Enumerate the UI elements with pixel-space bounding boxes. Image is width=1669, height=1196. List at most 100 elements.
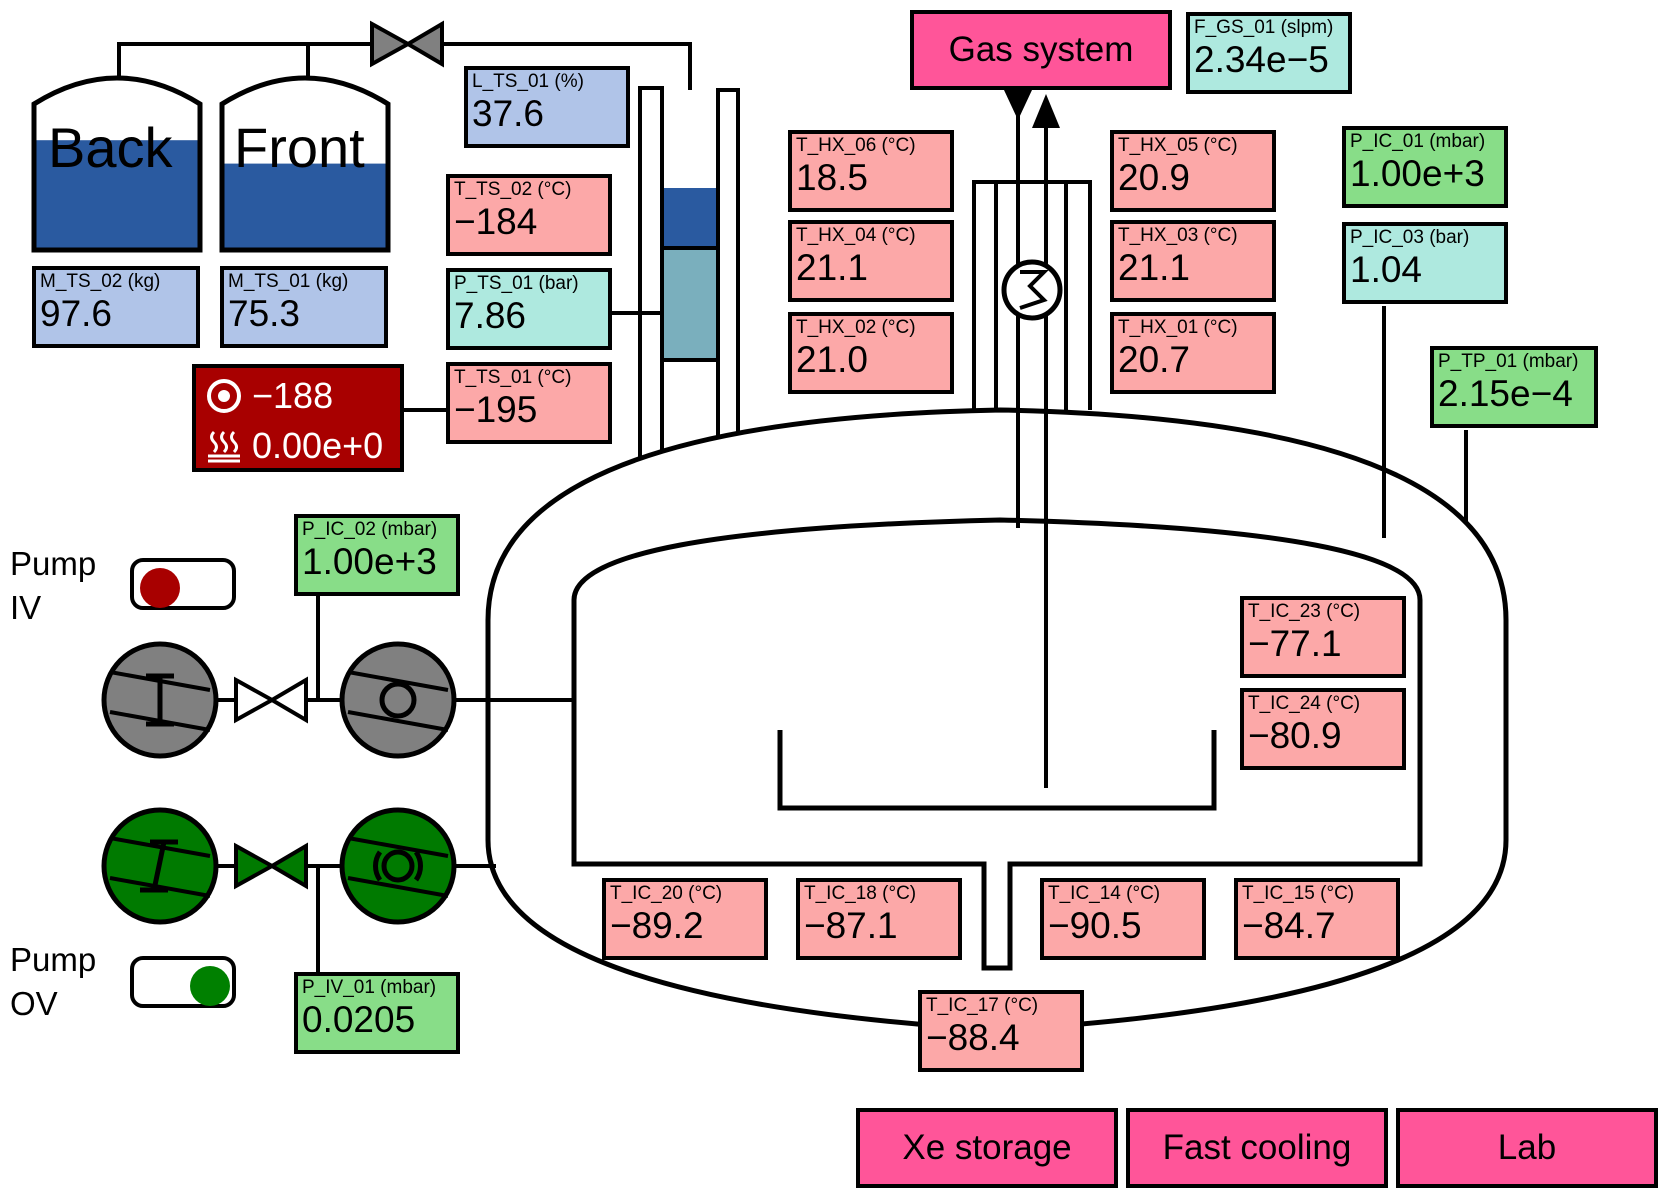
pump-iv-toggle[interactable] xyxy=(130,558,236,610)
sensor-label: T_IC_18 (°C) xyxy=(804,883,917,904)
sensor-f-gs-01[interactable]: F_GS_01 (slpm) 2.34e−5 xyxy=(1186,12,1352,94)
sensor-p-ic-02[interactable]: P_IC_02 (mbar) 1.00e+3 xyxy=(294,514,460,596)
pump-iv-label: Pump IV xyxy=(10,545,97,626)
sensor-label: F_GS_01 (slpm) xyxy=(1194,17,1334,38)
heater-control[interactable]: −188 0.00e+0 xyxy=(192,364,404,472)
gas-in-arrow xyxy=(1004,90,1032,120)
sensor-value: −89.2 xyxy=(610,905,704,946)
sensor-t-ic-20[interactable]: T_IC_20 (°C) −89.2 xyxy=(602,878,768,960)
sensor-m-ts-01[interactable]: M_TS_01 (kg) 75.3 xyxy=(220,266,388,348)
sensor-value: 20.9 xyxy=(1118,157,1191,198)
inner-vessel xyxy=(571,517,1423,971)
level-gauge xyxy=(660,188,718,362)
pump-ov-primary[interactable] xyxy=(101,807,219,925)
sensor-value: 1.00e+3 xyxy=(302,541,437,582)
valve-iv[interactable] xyxy=(234,676,308,724)
back-tank xyxy=(31,75,203,253)
sensor-label: L_TS_01 (%) xyxy=(472,71,584,92)
sensor-t-ts-02[interactable]: T_TS_02 (°C) −184 xyxy=(446,174,612,256)
sensor-label: T_TS_01 (°C) xyxy=(454,367,572,388)
sensor-label: M_TS_01 (kg) xyxy=(228,271,349,292)
gas-out-arrow xyxy=(1032,94,1060,128)
sensor-label: T_IC_17 (°C) xyxy=(926,995,1039,1016)
pump-ov-turbo[interactable] xyxy=(339,807,457,925)
sensor-label: P_TP_01 (mbar) xyxy=(1438,351,1579,372)
sensor-t-hx-05[interactable]: T_HX_05 (°C) 20.9 xyxy=(1110,130,1276,212)
top-valve[interactable] xyxy=(370,20,444,68)
sensor-label: P_TS_01 (bar) xyxy=(454,273,579,294)
sensor-value: 97.6 xyxy=(40,293,113,334)
sensor-l-ts-01[interactable]: L_TS_01 (%) 37.6 xyxy=(464,66,630,148)
back-tank-label: Back xyxy=(48,116,173,179)
sensor-value: −84.7 xyxy=(1242,905,1336,946)
sensor-label: M_TS_02 (kg) xyxy=(40,271,161,292)
sensor-t-hx-03[interactable]: T_HX_03 (°C) 21.1 xyxy=(1110,220,1276,302)
sensor-label: T_IC_23 (°C) xyxy=(1248,601,1361,622)
sensor-value: 18.5 xyxy=(796,157,869,198)
valve-ov[interactable] xyxy=(234,842,308,890)
heating-icon xyxy=(208,430,240,463)
pump-iv-primary[interactable] xyxy=(101,641,219,759)
pump-ov-toggle[interactable] xyxy=(130,956,236,1008)
sensor-label: T_HX_01 (°C) xyxy=(1118,317,1238,338)
sensor-value: 1.04 xyxy=(1350,249,1423,290)
sensor-t-hx-01[interactable]: T_HX_01 (°C) 20.7 xyxy=(1110,312,1276,394)
lab-button[interactable]: Lab xyxy=(1396,1108,1658,1188)
sensor-label: P_IC_02 (mbar) xyxy=(302,519,438,540)
sensor-t-hx-06[interactable]: T_HX_06 (°C) 18.5 xyxy=(788,130,954,212)
sensor-t-ts-01[interactable]: T_TS_01 (°C) −195 xyxy=(446,362,612,444)
sensor-value: 0.0205 xyxy=(302,999,416,1040)
sensor-value: 37.6 xyxy=(472,93,545,134)
sensor-t-ic-24[interactable]: T_IC_24 (°C) −80.9 xyxy=(1240,688,1406,770)
sensor-value: 20.7 xyxy=(1118,339,1191,380)
sensor-value: −88.4 xyxy=(926,1017,1020,1058)
sensor-value: 1.00e+3 xyxy=(1350,153,1485,194)
target-icon xyxy=(207,379,241,413)
heater-power: 0.00e+0 xyxy=(252,425,384,466)
sensor-t-ic-18[interactable]: T_IC_18 (°C) −87.1 xyxy=(796,878,962,960)
sensor-value: −195 xyxy=(454,389,538,430)
sensor-label: T_HX_04 (°C) xyxy=(796,225,916,246)
sensor-t-ic-14[interactable]: T_IC_14 (°C) −90.5 xyxy=(1040,878,1206,960)
sensor-label: T_IC_15 (°C) xyxy=(1242,883,1355,904)
sensor-label: P_IC_03 (bar) xyxy=(1350,227,1470,248)
sensor-label: T_HX_02 (°C) xyxy=(796,317,916,338)
xe-storage-button[interactable]: Xe storage xyxy=(856,1108,1118,1188)
sensor-p-ic-01[interactable]: P_IC_01 (mbar) 1.00e+3 xyxy=(1342,126,1508,208)
sensor-value: 21.1 xyxy=(1118,247,1191,288)
heater-setpoint: −188 xyxy=(252,375,334,416)
sensor-value: −77.1 xyxy=(1248,623,1342,664)
front-tank xyxy=(219,75,391,253)
sensor-label: P_IV_01 (mbar) xyxy=(302,977,437,998)
front-tank-label: Front xyxy=(234,116,365,179)
sensor-label: T_IC_14 (°C) xyxy=(1048,883,1161,904)
sensor-label: P_IC_01 (mbar) xyxy=(1350,131,1486,152)
heater-power-row: 0.00e+0 xyxy=(206,424,383,468)
sensor-t-ic-15[interactable]: T_IC_15 (°C) −84.7 xyxy=(1234,878,1400,960)
sensor-value: −184 xyxy=(454,201,538,242)
sensor-p-ic-03[interactable]: P_IC_03 (bar) 1.04 xyxy=(1342,222,1508,304)
sensor-p-tp-01[interactable]: P_TP_01 (mbar) 2.15e−4 xyxy=(1430,346,1598,428)
sensor-t-hx-04[interactable]: T_HX_04 (°C) 21.1 xyxy=(788,220,954,302)
sensor-value: 7.86 xyxy=(454,295,527,336)
fast-cooling-button[interactable]: Fast cooling xyxy=(1126,1108,1388,1188)
pump-iv-toggle-knob xyxy=(140,568,180,608)
sensor-label: T_TS_02 (°C) xyxy=(454,179,572,200)
pump-iv-turbo[interactable] xyxy=(339,641,457,759)
gas-system-button[interactable]: Gas system xyxy=(910,10,1172,90)
sensor-value: 75.3 xyxy=(228,293,301,334)
sensor-value: 21.1 xyxy=(796,247,869,288)
sensor-p-iv-01[interactable]: P_IV_01 (mbar) 0.0205 xyxy=(294,972,460,1054)
sensor-p-ts-01[interactable]: P_TS_01 (bar) 7.86 xyxy=(446,268,612,350)
outer-vessel xyxy=(485,407,1509,1033)
sensor-t-ic-23[interactable]: T_IC_23 (°C) −77.1 xyxy=(1240,596,1406,678)
sensor-value: −90.5 xyxy=(1048,905,1142,946)
pump-ov-toggle-knob xyxy=(190,966,230,1006)
sensor-label: T_HX_06 (°C) xyxy=(796,135,916,156)
sensor-value: −80.9 xyxy=(1248,715,1342,756)
sensor-t-ic-17[interactable]: T_IC_17 (°C) −88.4 xyxy=(918,990,1084,1072)
sensor-m-ts-02[interactable]: M_TS_02 (kg) 97.6 xyxy=(32,266,200,348)
sensor-label: T_IC_20 (°C) xyxy=(610,883,723,904)
sensor-t-hx-02[interactable]: T_HX_02 (°C) 21.0 xyxy=(788,312,954,394)
